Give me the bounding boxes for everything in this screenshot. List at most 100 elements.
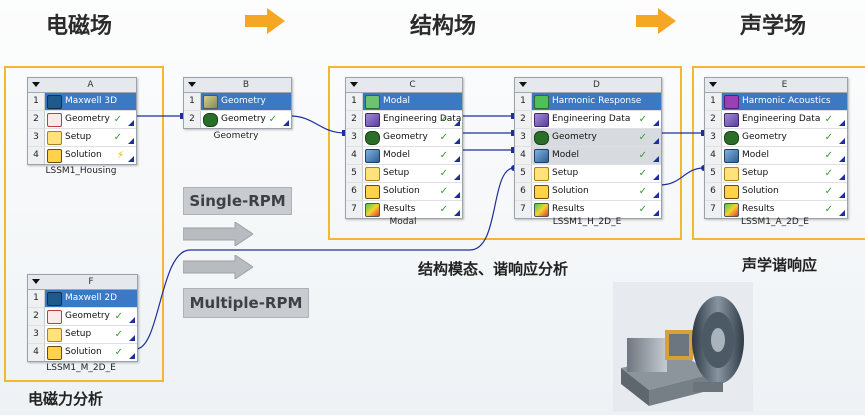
heading-acoustic: 声学场 <box>740 14 807 39</box>
results-icon <box>365 203 380 217</box>
row-number: 7 <box>515 201 532 218</box>
caption-structural: 结构模态、谐响应分析 <box>418 260 569 278</box>
connection-corner-icon <box>128 138 134 144</box>
dropdown-triangle-icon[interactable] <box>188 82 196 87</box>
status-check-icon: ✓ <box>638 186 647 197</box>
caption-acoustic: 声学谐响应 <box>742 256 818 274</box>
row-number: 7 <box>705 201 722 218</box>
system-name-b[interactable]: Geometry <box>213 131 259 141</box>
solution-icon <box>534 185 549 199</box>
cell-label: Results <box>383 204 416 214</box>
engineering-data-icon <box>724 113 739 127</box>
status-check-icon: ✓ <box>439 150 448 161</box>
row-number: 2 <box>515 111 532 128</box>
dropdown-triangle-icon[interactable] <box>519 82 527 87</box>
acoustic-group-frame <box>692 66 865 240</box>
dropdown-triangle-icon[interactable] <box>32 82 40 87</box>
row-number: 2 <box>28 308 45 325</box>
system-header-bar[interactable]: F <box>28 275 137 290</box>
system-name-e[interactable]: LSSM1_A_2D_E <box>741 217 809 227</box>
system-name-d[interactable]: LSSM1_H_2D_E <box>552 217 622 227</box>
setup-icon <box>365 167 380 181</box>
system-name-a[interactable]: LSSM1_Housing <box>45 166 117 176</box>
system-letter: D <box>593 80 600 90</box>
connection-corner-icon <box>839 210 845 216</box>
cell-label: Solution <box>552 186 589 196</box>
system-header-bar[interactable]: C <box>346 78 462 93</box>
connection-corner-icon <box>454 138 460 144</box>
dropdown-triangle-icon[interactable] <box>350 82 358 87</box>
single-rpm-arrow-icon <box>183 222 253 246</box>
dropdown-triangle-icon[interactable] <box>709 82 717 87</box>
status-check-icon: ✓ <box>824 132 833 143</box>
row-number: 1 <box>705 93 722 110</box>
system-header-bar[interactable]: D <box>515 78 661 93</box>
heading-structural: 结构场 <box>410 14 477 39</box>
system-name-f[interactable]: LSSM1_M_2D_E <box>46 363 116 373</box>
solution-icon <box>47 346 62 360</box>
cell-label: Modal <box>383 96 410 106</box>
connection-corner-icon <box>128 120 134 126</box>
row-number: 3 <box>515 129 532 146</box>
connection-corner-icon <box>454 174 460 180</box>
system-header-bar[interactable]: B <box>184 78 291 93</box>
status-update-needed-icon: ⚡ <box>116 150 124 161</box>
status-check-icon: ✓ <box>638 114 647 125</box>
row-number: 3 <box>28 129 45 146</box>
connection-corner-icon <box>839 192 845 198</box>
modal-icon <box>365 95 380 109</box>
model-icon <box>365 149 380 163</box>
cell-label: Setup <box>65 329 92 339</box>
row-number: 2 <box>184 111 201 128</box>
system-header-bar[interactable]: E <box>705 78 847 93</box>
connection-corner-icon <box>653 210 659 216</box>
system-name-c[interactable]: Modal <box>389 217 417 227</box>
status-check-icon: ✓ <box>113 132 122 143</box>
status-check-icon: ✓ <box>439 204 448 215</box>
row-number: 4 <box>28 147 45 164</box>
system-header-bar[interactable]: A <box>28 78 136 93</box>
dropdown-triangle-icon[interactable] <box>32 279 40 284</box>
row-number: 4 <box>705 147 722 164</box>
connection-corner-icon <box>283 120 289 126</box>
row-number: 4 <box>346 147 363 164</box>
structural-group-frame <box>328 66 682 240</box>
